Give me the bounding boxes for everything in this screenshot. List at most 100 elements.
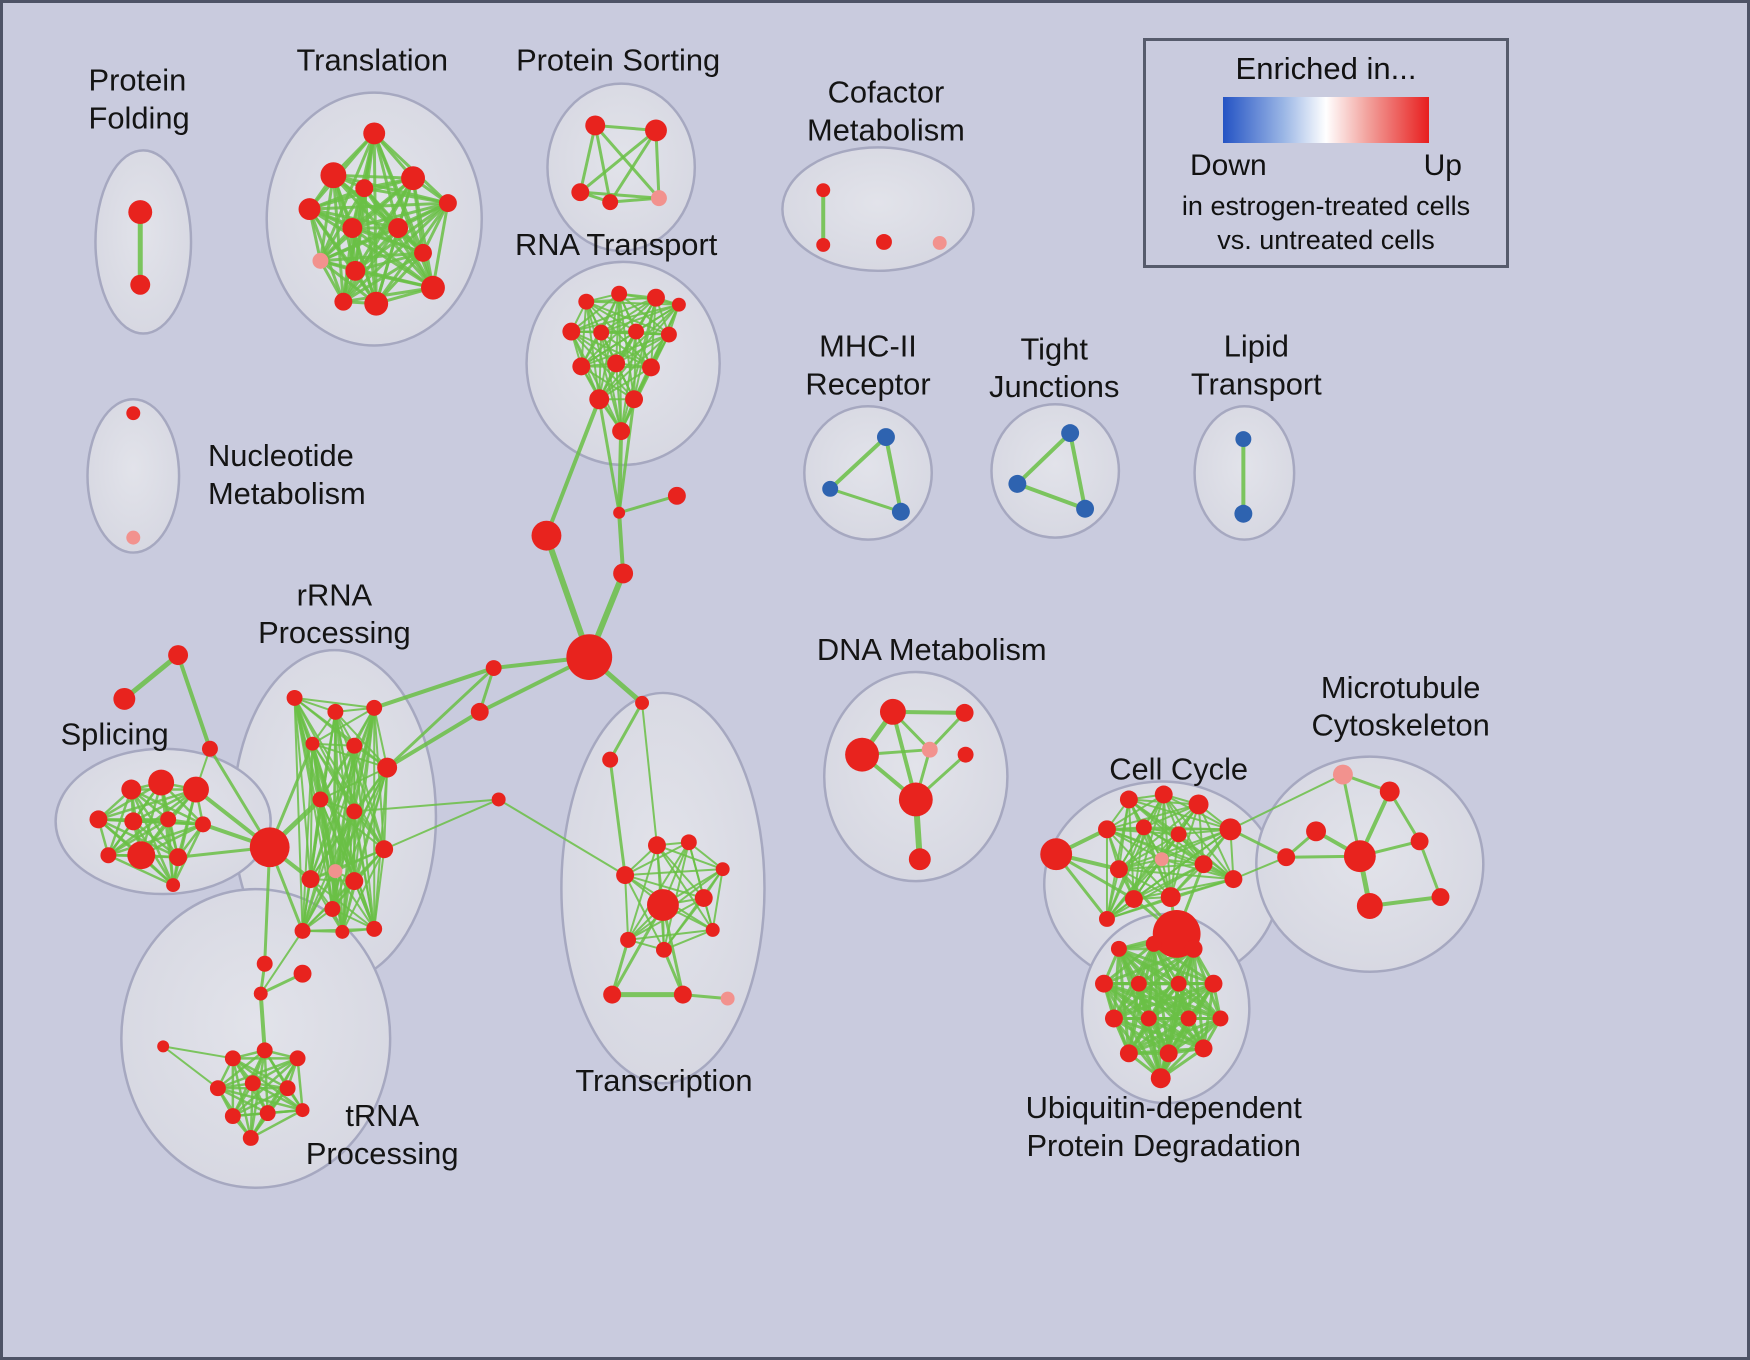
node-sp3 [183,776,209,803]
edge [1142,826,1235,881]
edge [353,269,435,290]
edge [641,701,658,847]
edge [301,742,314,932]
node-y2 [470,702,489,721]
node-mc5 [1410,832,1429,851]
node-mh1 [876,428,895,447]
edge [570,303,680,333]
node-ps1 [585,115,606,136]
node-ub9 [1140,1010,1157,1027]
edge [319,744,356,801]
edge [350,226,378,306]
node-cc3 [1154,785,1173,804]
node-tc6 [647,889,679,921]
node-tn4 [209,1080,226,1097]
cluster-ellipse-trna-processing [120,887,392,1189]
edge [362,186,450,205]
edge [1117,833,1180,871]
node-sp11 [166,878,181,893]
edge [655,844,724,871]
edge [1015,481,1088,511]
node-cm4 [932,235,947,250]
node-ub2 [1145,935,1162,952]
legend-gradient-bar [1223,97,1429,143]
node-sp10 [100,847,117,864]
node-rt13 [625,390,644,409]
node-rr5 [346,737,363,754]
node-tr13 [364,291,389,316]
edge [1167,1017,1222,1055]
edge [662,868,724,951]
node-ps5 [650,190,667,207]
edge [1197,803,1235,881]
node-rr6 [377,757,398,778]
edge [353,798,500,813]
edge [1229,773,1344,831]
edge [309,810,356,881]
edge [615,333,670,365]
edge [293,696,389,769]
cluster-ellipse-tight-junctions [990,402,1121,539]
edge [374,226,400,306]
node-rr16 [335,924,350,939]
node-ps4 [602,194,619,211]
node-rr8 [312,791,329,808]
edge [711,868,724,931]
node-tr5 [401,166,425,191]
edge [293,696,304,932]
node-rr12 [345,872,364,891]
edge [107,853,175,887]
node-tc10 [705,922,720,937]
edge [296,1057,304,1112]
edge [598,366,652,401]
edge [341,766,389,933]
edge [1147,982,1215,1020]
edge [610,938,630,997]
edge [617,397,636,515]
edge [608,196,661,204]
node-tn10 [242,1130,259,1146]
cluster-label-dna-metabolism: DNA Metabolism [817,632,1047,667]
edge [258,991,267,1053]
edge [373,706,389,769]
node-tc5 [616,866,635,885]
edge [1112,982,1181,1020]
node-mc4 [1343,840,1376,873]
edge [597,397,621,515]
node-rt12 [589,389,610,410]
edge [610,903,665,997]
edge [578,128,658,194]
node-cc12 [1224,870,1243,889]
node-tj1 [1061,424,1080,443]
node-y1 [485,660,502,677]
edge [578,190,661,200]
node-rt11 [642,358,660,377]
cluster-ellipse-mhc-ii-receptor [803,404,933,541]
node-tr8 [388,218,409,238]
edge [544,397,602,538]
node-tj2 [1008,474,1027,493]
node-rt6 [593,324,610,341]
node-rr3 [366,699,383,716]
node-rt7 [628,323,645,340]
edge [385,709,482,770]
edge [373,848,386,930]
node-dm5 [957,746,974,763]
node-tn6 [279,1080,296,1097]
nodes [89,115,1450,1146]
node-rr15 [294,922,311,939]
node-ub13 [1159,1044,1178,1063]
edge [251,1057,299,1085]
node-ub4 [1095,974,1113,993]
edge [1147,1017,1163,1080]
cluster-label-protein-sorting: Protein Sorting [516,43,720,78]
edge [331,173,345,304]
node-tr10 [345,260,366,281]
node-ps2 [645,119,667,142]
node-ft3 [201,740,218,757]
edge [176,653,212,751]
